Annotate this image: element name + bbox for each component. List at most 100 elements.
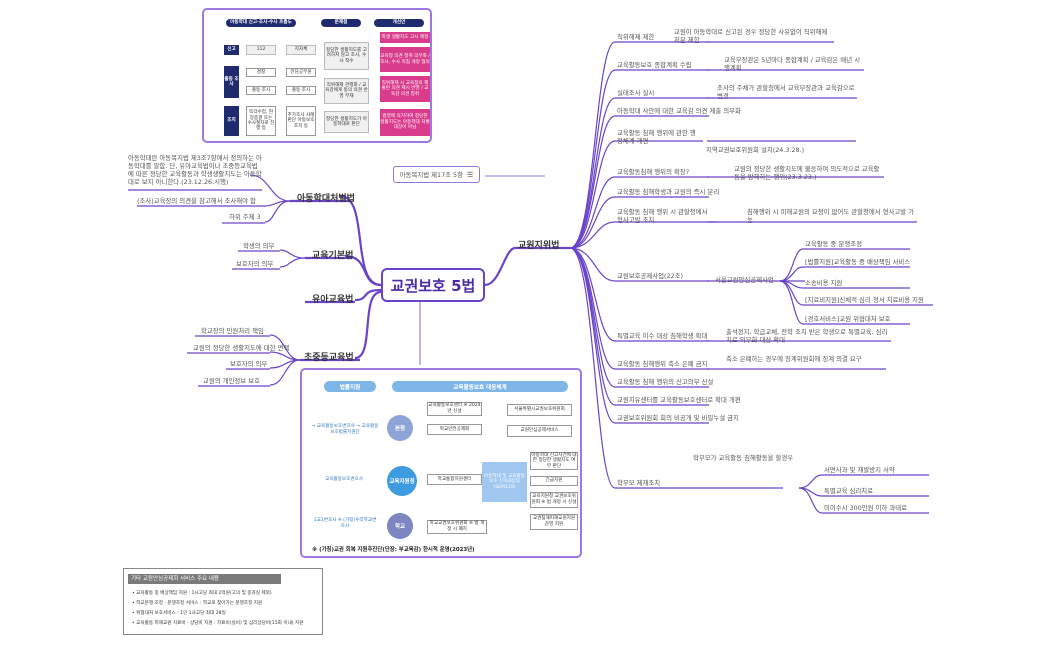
system-footer: ※ (가칭)교권 회복 지원추진단(단장: 부교육감) 한시적 운영(2023년… <box>312 547 475 553</box>
right-item-label[interactable]: 아동학대 사안에 대한 교육감 의견 제출 의무화 <box>617 107 741 115</box>
leaf-principal-responsibility[interactable]: 학교장의 민원처리 책임 <box>201 327 264 335</box>
cell-local-gov: 지자체 <box>286 45 316 55</box>
legal-note-2: 교육활동보호변호사 <box>324 477 364 482</box>
right-item-detail[interactable]: 침해행위 시 피해교원의 요청이 없어도 관할청에서 형사고발 가능 <box>747 208 915 224</box>
row-label-action: 조치 <box>224 106 239 136</box>
cell-112: 112 <box>246 45 276 55</box>
right-item-label[interactable]: 교육활동 침해 행위 시 관할청에서 형사고발 조치 <box>617 208 708 224</box>
improvement-4: 법령에 의거하여 정당한 생활지도는 아동학대 처벌 대상이 아님 <box>380 109 430 136</box>
note-line: • 교육활동 피해교원 치료비 · 상담비 지원 : 치료비(실비) 및 심리상… <box>132 621 304 626</box>
right-subitem[interactable]: 미이수시 300만원 이하 과태료 <box>824 504 907 512</box>
right-item-label[interactable]: 교육활동 침해 행위의 신고의무 신설 <box>617 378 714 386</box>
improvement-1: 학생 생활지도 고시 제정 <box>380 32 430 43</box>
problem-3: 정당한 생활지도가 아동학대로 판단 <box>324 111 369 133</box>
leaf-subtopic-3[interactable]: 하위 주제 3 <box>229 213 261 221</box>
right-item-detail[interactable]: 축소 은폐하는 경우에 징계위원회에 징계 의결 요구 <box>726 355 862 363</box>
right-item-label[interactable]: 교원치유센터를 교육활동보호센터로 확대 개편 <box>617 396 741 404</box>
leaf-guardian-duty-2[interactable]: 보호자의 의무 <box>230 360 268 368</box>
box-seoul-committee: 서울특별시교권보호위원회 <box>507 404 572 416</box>
header-improvement: 개선안 <box>374 19 424 27</box>
right-item-detail[interactable]: 교육부장관은 5년마다 종합계획 / 교육감은 매년 시행계획 <box>724 56 860 72</box>
right-subitem[interactable]: [치료비지원]신체적 심리 정서 치료비용 지원 <box>805 296 924 304</box>
legal-note-3: 1교1변호사 ※ (가칭)우리학교변호사 <box>313 518 377 529</box>
branch-early-childhood-act[interactable]: 유아교육법 <box>312 295 354 305</box>
circle-district-office: 교육지원청 <box>387 466 417 496</box>
row-label-report: 신고 <box>224 45 239 55</box>
box-integrated-support: 학교통합지원센터 <box>427 474 482 485</box>
cell-action-2: 추가조사 사례판단 아동보호조치 등 <box>286 106 316 136</box>
right-item-label[interactable]: 실태조사 실시 <box>617 89 655 97</box>
problem-2: 직위해제 관행화 / 교육감에게 동의 의견 반영 부재 <box>324 78 369 104</box>
improvement-2: 교육청 의견 청취 의무화 / 조사, 수사 지침 개정 협의 <box>380 47 430 72</box>
branch-teacher-status-act[interactable]: 교원지위법 <box>518 241 560 251</box>
box-district-committee: 교육지원청 교권보호위원회 ※ 법 개정 시 신설 <box>530 492 578 508</box>
leaf-privacy[interactable]: 교원의 개인정보 보호 <box>203 377 260 385</box>
note-line: • 학교분쟁 조정 · 분쟁조정 서비스 : 학교로 찾아가는 분쟁조정 지원 <box>132 601 263 606</box>
right-subitem[interactable]: [법률지원]교육활동 중 배상책임 서비스 <box>805 258 911 266</box>
right-subitem[interactable]: 서면사과 및 재발방지 서약 <box>824 466 895 474</box>
top-flowchart-image: 아동학대 신고·조사·수사 흐름도 문제점 개선안 신고 출동 조사 조치 11… <box>202 8 432 143</box>
improvement-3: 직위해제 시 교육청의 제출된 의견 제시 반영 / 교육감 의견 청취 <box>380 76 430 102</box>
header-legal-support: 법률지원 <box>324 381 376 392</box>
center-topic[interactable]: 교권보호 5법 <box>381 268 485 302</box>
box-safety-service: 교원안심공제서비스 <box>507 425 572 437</box>
problem-1: 정당한 생활지도를 고려하지 않고 조사, 수사 착수 <box>324 42 369 70</box>
box-school-committee: 학교교권보호위원회 ※ 법 개정 시 폐지 <box>427 520 487 534</box>
row-label-dispatch: 출동 조사 <box>224 66 239 98</box>
leaf-child-abuse-definition[interactable]: 아동학대란 아동복지법 제3조7항에서 정의하는 아동학대를 말함. 단, 유아… <box>128 154 262 186</box>
note-icon: ☰ <box>467 170 474 179</box>
right-subitem[interactable]: 교육활동 중 분쟁조정 <box>805 240 862 248</box>
reference-note[interactable]: 아동복지법 제17조 5항 ☰ <box>393 166 480 183</box>
right-item-detail[interactable]: 교원의 정당한 생활지도에 불응하여 의도적으로 교육활동을 방해하는 행위(2… <box>734 165 880 181</box>
box-emergency: 긴급지원 <box>530 476 578 486</box>
box-rapid-response: 아동학대 및 교육활동보호 신속대응팀 (SEM119) <box>482 462 527 502</box>
right-item-label[interactable]: 교육활동 침해행위 축소 은폐 금지 <box>617 360 708 368</box>
right-item-label[interactable]: 교원보호공제사업(22조) <box>617 272 684 280</box>
right-item-detail[interactable]: 교원이 아동학대로 신고된 경우 정당한 사유없이 직위해제 처분 제한 <box>674 28 828 44</box>
right-subitem[interactable]: 소송비용 지원 <box>805 279 843 287</box>
cell-official: 전담공무원 <box>286 68 316 77</box>
branch-elementary-secondary-act[interactable]: 초중등교육법 <box>304 353 354 363</box>
box-judgment: 아동학대 신고사건에 대한 정당한 생활지도 여부 판단 <box>530 452 578 470</box>
right-item-label[interactable]: 직위해제 제한 <box>617 33 655 41</box>
leaf-investigation[interactable]: (조사)교육장의 의견을 참고해서 조사해야 함 <box>137 197 256 205</box>
box-victim-support: 교권침해피해교원지원 운영 지원 <box>530 514 578 530</box>
right-item-label[interactable]: 교육활동침해 행위의 확장? <box>617 168 690 176</box>
right-item-label[interactable]: 교권보호위원회 회의 비공개 및 비밀누설 금지 <box>617 414 739 422</box>
box-protection-center: 교육활동보호센터 ※ 2024년 신설 <box>427 402 482 416</box>
reference-note-text: 아동복지법 제17조 5항 <box>399 171 463 179</box>
header-problem: 문제점 <box>321 19 361 27</box>
branch-framework-act[interactable]: 교육기본법 <box>312 251 354 261</box>
right-item-label[interactable]: 학부모 제재조치 <box>617 479 661 487</box>
right-item-label[interactable]: 교육활동 침해학생과 교원의 즉시 분리 <box>617 188 720 196</box>
cell-dispatch-1: 출동·조사 <box>246 86 276 95</box>
header-flow: 아동학대 신고·조사·수사 흐름도 <box>226 19 296 27</box>
safety-service-note: 기타 교원안심공제회 서비스 주요 내용 • 교육활동 중 배상책임 지원 : … <box>123 568 323 635</box>
right-item-label[interactable]: 교육활동 침해 행위에 관한 행정체계 개편 <box>617 129 696 145</box>
box-safety-mutual: 학교안전공제회 <box>427 424 482 435</box>
right-item-label[interactable]: 교육활동보호 종합계획 수립 <box>617 61 692 69</box>
circle-school: 학교 <box>387 513 413 539</box>
leaf-guardian-duty[interactable]: 보호자의 의무 <box>236 260 274 268</box>
note-line: • 교육활동 중 배상책임 지원 : 1사고당 최대 2억원(고의 및 중과실 … <box>132 591 272 596</box>
header-protection-system: 교육활동보호 대응체계 <box>392 381 568 392</box>
cell-police: 경찰 <box>246 68 276 77</box>
bottom-system-image: 법률지원 교육활동보호 대응체계 → 교육활동보호변호사 → 교육활동보호법률지… <box>300 368 582 558</box>
cell-action-1: 즉각수업, 현장종결 또는 수사절차로 진행 등 <box>246 106 276 136</box>
right-item-detail[interactable]: 학부모가 교육활동 침해활동을 할경우 <box>693 454 794 462</box>
right-item-detail[interactable]: 지역교권보호위원회 설치(24.3.28.) <box>706 146 805 154</box>
right-subitem[interactable]: [경호서비스]교원 위협대처 보호 <box>805 315 891 323</box>
note-title: 기타 교원안심공제회 서비스 주요 내용 <box>128 574 281 584</box>
leaf-teacher-immunity[interactable]: 교원의 정당한 생활지도에 대한 면책 <box>193 344 290 352</box>
right-item-label[interactable]: 특별교육 이수 대상 침해학생 확대 <box>617 332 708 340</box>
right-item-detail[interactable]: 출석정지, 학급교체, 전학 조치 받은 학생으로 특별교육, 심리치료 의무화… <box>726 328 888 344</box>
legal-note-1: → 교육활동보호변호사 → 교육활동보호법률지원단 <box>311 424 379 435</box>
cell-dispatch-2: 출동·조사 <box>286 86 316 95</box>
branch-child-abuse-act[interactable]: 아동학대처벌법 <box>297 194 355 204</box>
right-item-detail[interactable]: 조사의 주체가 관할청에서 교육부장관과 교육감으로 변경 <box>717 84 855 100</box>
leaf-student-duty[interactable]: 학생의 의무 <box>243 242 275 250</box>
right-subitem[interactable]: 특별교육 심리치료 <box>824 487 874 495</box>
right-item-detail[interactable]: 서울교원안심공제사업 <box>715 276 774 284</box>
circle-main-office: 본청 <box>387 415 413 441</box>
